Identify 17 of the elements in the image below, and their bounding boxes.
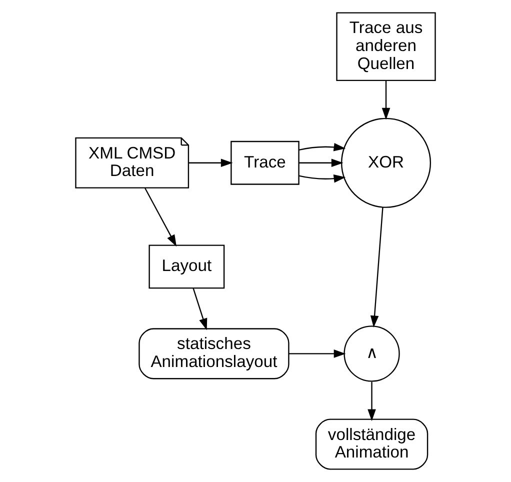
node-box: vollständige Animation [315,418,428,470]
node-box: statisches Animationslayout [138,328,290,380]
arrow [370,207,384,328]
arrow [298,174,346,183]
arrow [188,158,233,168]
arrow [299,158,344,168]
arrow [298,143,346,152]
node-circle: XOR [340,118,432,208]
node-box: Trace [230,140,300,185]
node-box: Layout [148,244,225,289]
node-box: Trace aus anderen Quellen [336,12,436,82]
arrow [368,382,376,422]
arrow [144,188,177,247]
arrow [288,350,346,358]
node-circle: ∧ [344,326,400,382]
arrow [192,288,208,330]
arrow [382,80,390,120]
